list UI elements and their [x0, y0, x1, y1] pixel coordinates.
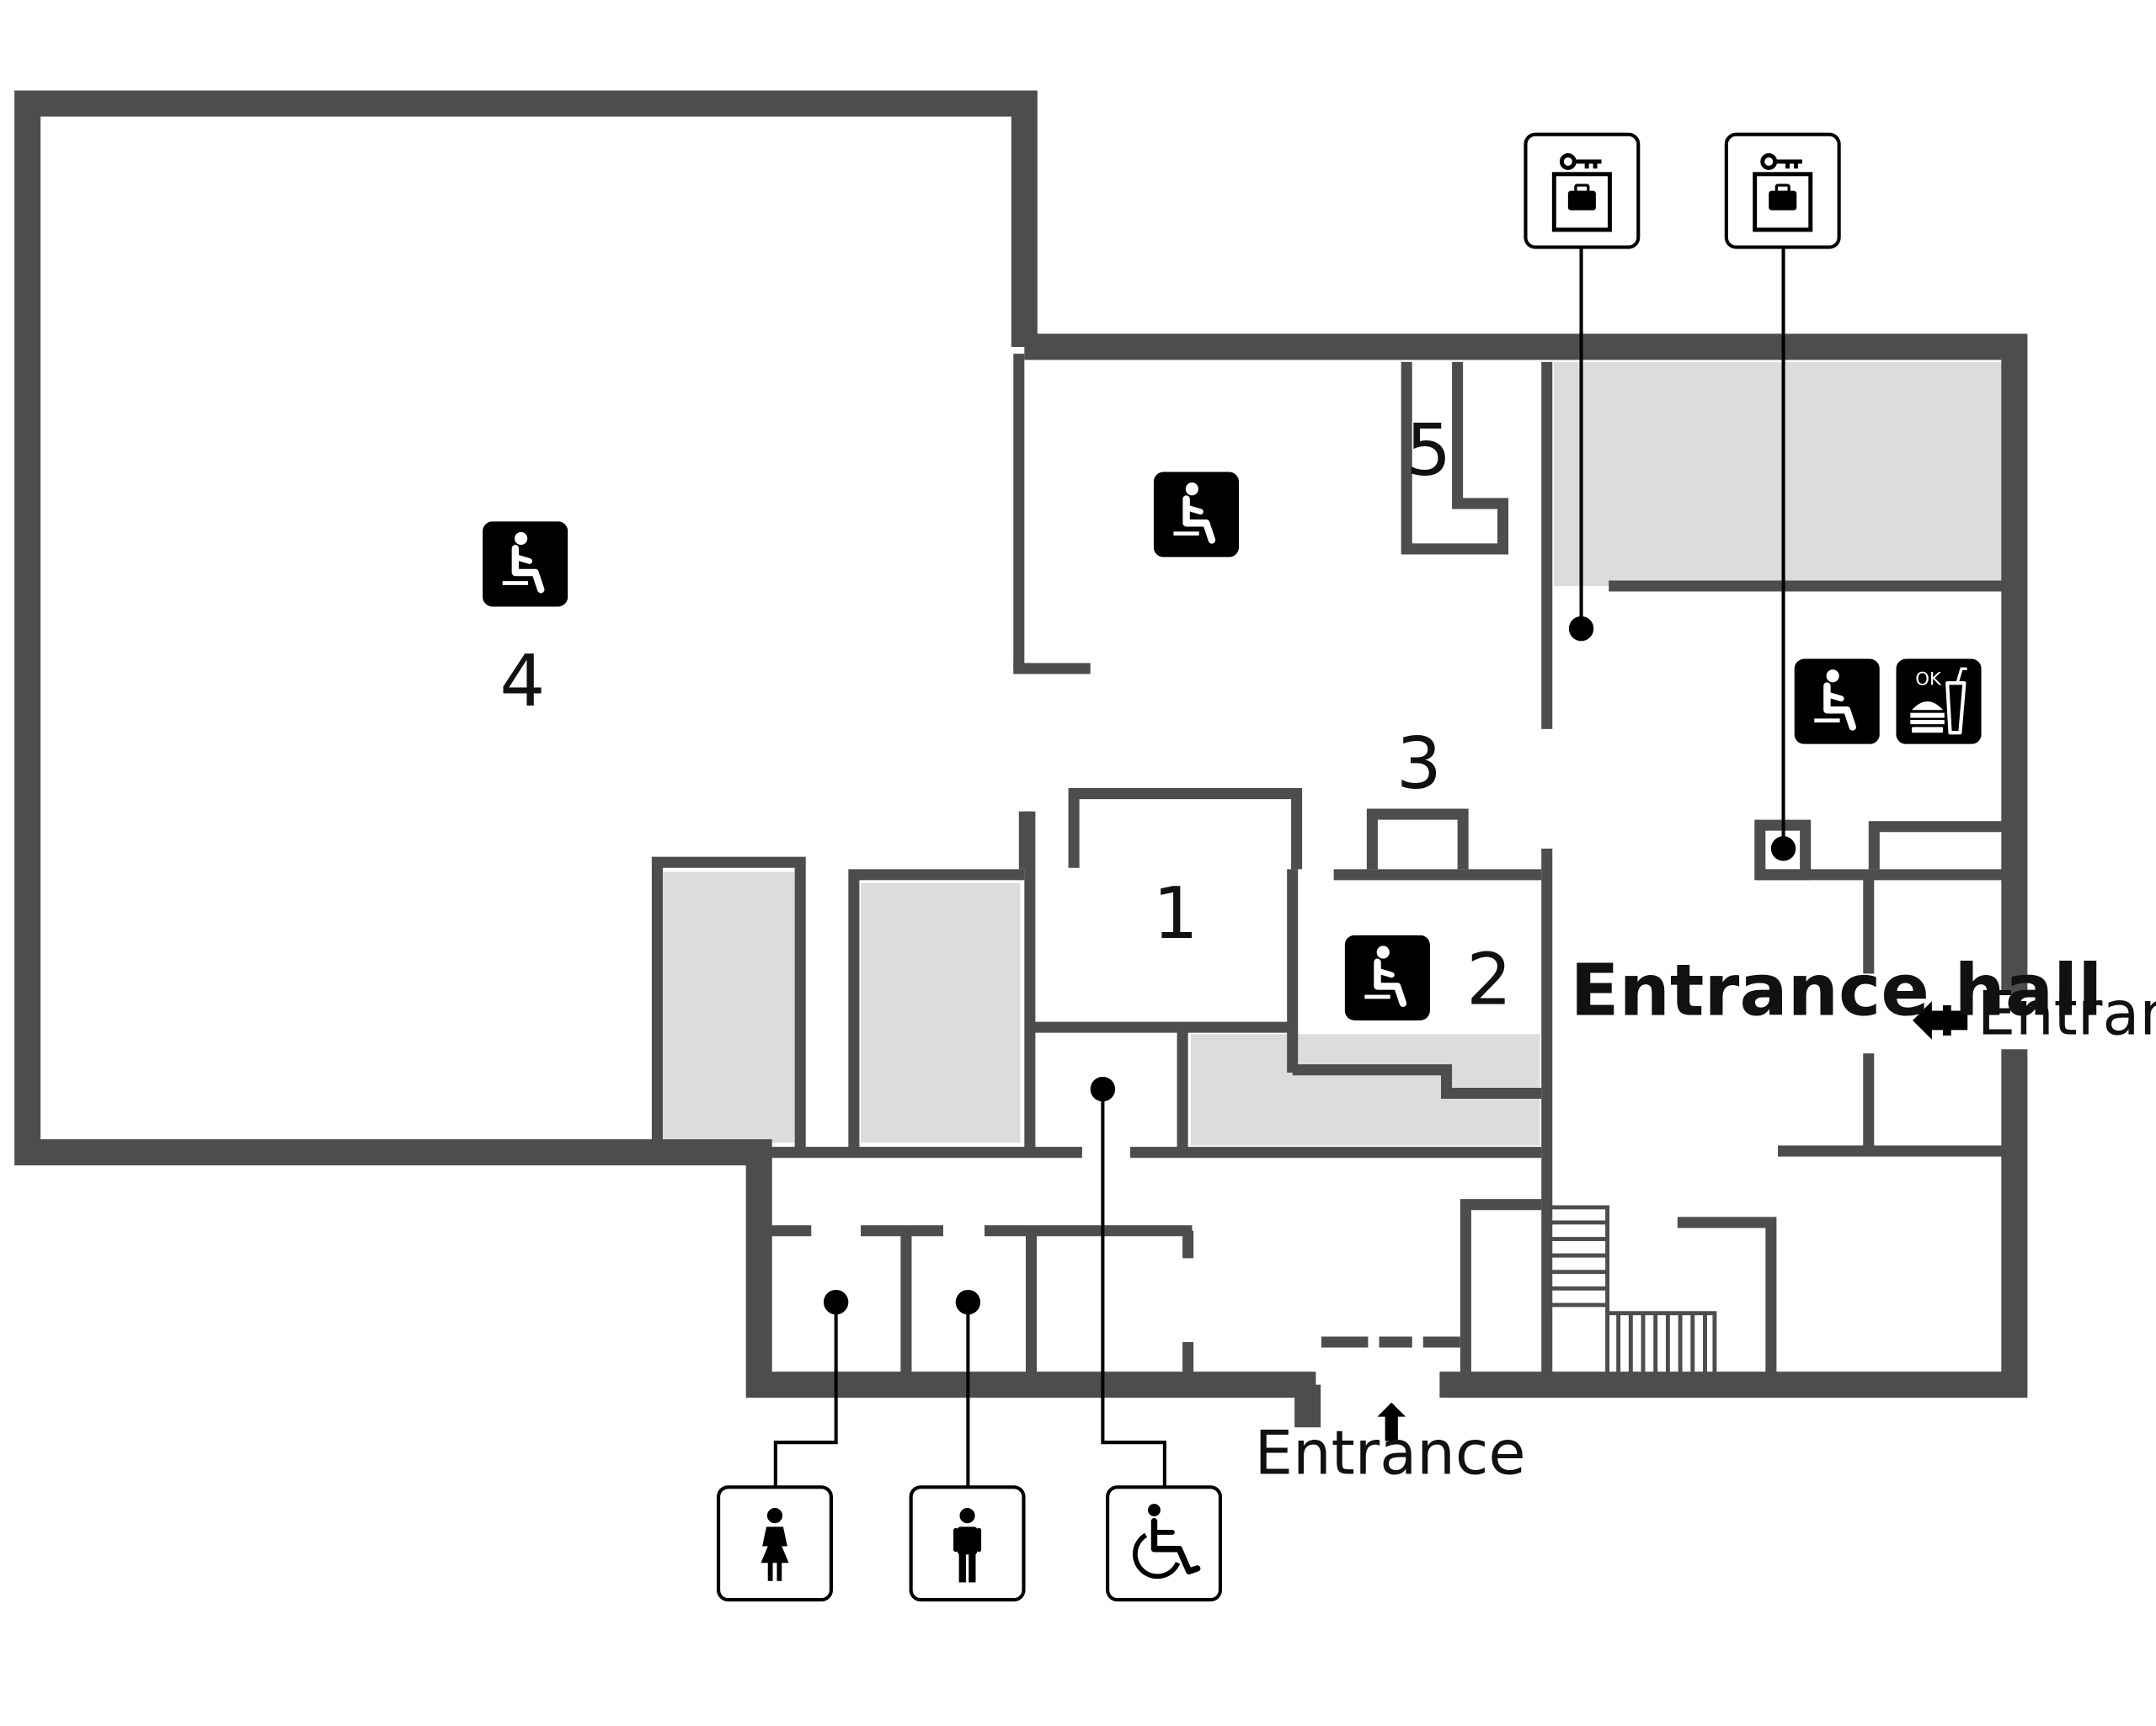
location-dot-men [955, 1289, 981, 1315]
leader-line-accessible [1101, 1089, 1166, 1487]
outer-wall-top [1024, 333, 2028, 994]
room-number-5: 5 [1406, 409, 1451, 493]
staircase [1550, 1205, 1717, 1377]
room-number-3: 3 [1396, 722, 1442, 806]
entrance-label-right: Entrance [1977, 978, 2156, 1048]
outer-wall-right-lower [1439, 1049, 2028, 1398]
wall-room-3-box [1366, 808, 1469, 870]
locker-icon [1726, 135, 1839, 248]
leader-line-women [773, 1302, 838, 1487]
wall-stair-room [1460, 1199, 1542, 1380]
shaded-areas [662, 361, 2003, 1146]
location-dot-women [823, 1289, 849, 1315]
location-dot-locker-2 [1770, 836, 1796, 861]
wall-room-2-bottom [1292, 1064, 1542, 1100]
room-number-1: 1 [1153, 872, 1198, 956]
women-restroom-icon [718, 1487, 831, 1600]
location-dot-accessible [1090, 1076, 1116, 1102]
outer-wall-room-4 [14, 90, 1316, 1398]
leader-lines [773, 248, 1785, 1487]
seating-icon [1345, 935, 1430, 1020]
wall-room-5 [1401, 361, 1509, 555]
walls [14, 90, 2028, 1428]
wall-right-counter [1868, 821, 2009, 870]
seating-icon [1795, 659, 1880, 744]
shaded-area-left-2 [861, 882, 1021, 1143]
food-drink-ok-text: OK [1915, 669, 1942, 690]
accessible-restroom-icon [1107, 1487, 1220, 1600]
locker-icon [1525, 135, 1638, 248]
men-restroom-icon [911, 1487, 1024, 1600]
shaded-area-left-1 [662, 871, 795, 1143]
seating-icon [483, 521, 568, 606]
seating-icon [1154, 472, 1239, 557]
wall-shaded-left-2 [848, 869, 1025, 1153]
shaded-area-top-right [1553, 361, 2003, 587]
wall-room-1-frame [1068, 788, 1303, 870]
wall-stair-right [1677, 1217, 1777, 1380]
wall-shaded-left-1 [651, 856, 806, 1153]
location-dot-locker-1 [1568, 615, 1594, 642]
location-dots [823, 615, 1796, 1315]
entrance-label-bottom: Entrance [1255, 1418, 1526, 1489]
room-number-4: 4 [499, 640, 545, 723]
entrance-hall-label: Entrance hall [1570, 949, 2102, 1032]
interior-walls [651, 354, 2009, 1380]
room-number-2: 2 [1466, 938, 1512, 1021]
